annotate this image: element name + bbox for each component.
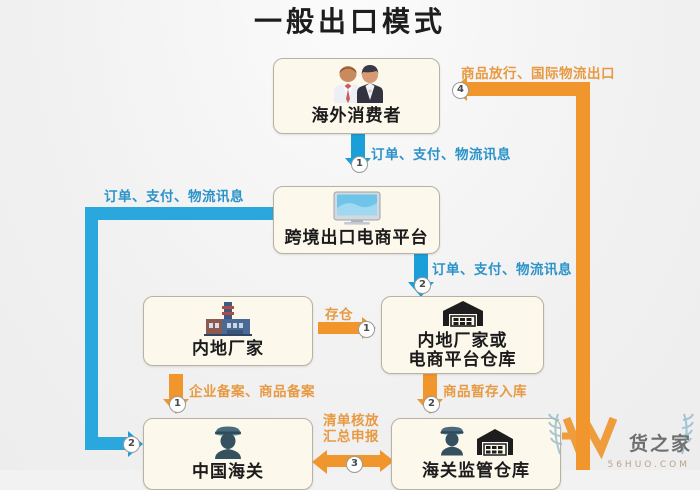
watermark-logo xyxy=(546,408,696,468)
watermark-brand: 货之家 xyxy=(628,433,692,455)
node-label-bonded-warehouse: 海关监管仓库 xyxy=(422,461,530,482)
node-mainland-factory[interactable]: 内地厂家 xyxy=(143,296,313,366)
flow-label-platform-to-customs: 订单、支付、物流讯息 xyxy=(104,189,244,205)
step-badge-1-factory-warehouse: 1 xyxy=(358,321,375,338)
connector-warehouse-to-bonded xyxy=(423,374,437,402)
node-label-mainland-factory: 内地厂家 xyxy=(192,339,264,360)
connector-export-horizontal xyxy=(466,82,590,96)
node-bonded-warehouse[interactable]: 海关监管仓库 xyxy=(391,418,561,490)
flow-label-export-to-consumer: 商品放行、国际物流出口 xyxy=(461,66,615,82)
step-badge-3-bonded-customs: 3 xyxy=(346,456,363,473)
step-badge-2-platform-customs: 2 xyxy=(123,436,140,453)
node-label-cross-border-platform: 跨境出口电商平台 xyxy=(284,228,429,249)
connector-factory-to-customs xyxy=(169,374,183,402)
node-label-china-customs: 中国海关 xyxy=(192,462,264,483)
step-badge-4-export-consumer: 4 xyxy=(452,82,469,99)
node-cross-border-platform[interactable]: 跨境出口电商平台 xyxy=(273,186,440,254)
arrowhead-left-bonded-customs xyxy=(312,450,327,474)
node-overseas-consumer[interactable]: 海外消费者 xyxy=(273,58,440,134)
node-label-platform-warehouse-line1: 内地厂家或 xyxy=(417,330,508,351)
node-label-platform-warehouse: 内地厂家或 电商平台仓库 xyxy=(408,330,517,370)
node-platform-warehouse[interactable]: 内地厂家或 电商平台仓库 xyxy=(381,296,544,374)
connector-consumer-to-platform xyxy=(351,133,365,161)
flow-label-factory-to-warehouse: 存仓 xyxy=(325,307,353,323)
officer-warehouse-icon xyxy=(433,426,519,462)
step-badge-1-factory-customs: 1 xyxy=(169,396,186,413)
node-china-customs[interactable]: 中国海关 xyxy=(143,418,313,490)
factory-icon xyxy=(200,302,256,340)
computer-monitor-icon xyxy=(331,191,383,229)
flow-label-bonded-line2: 汇总申报 xyxy=(323,428,379,445)
node-label-platform-warehouse-line2: 电商平台仓库 xyxy=(408,350,517,370)
warehouse-icon xyxy=(441,300,485,332)
flow-label-warehouse-to-bonded: 商品暂存入库 xyxy=(443,384,527,400)
step-badge-2-warehouse-bonded: 2 xyxy=(423,396,440,413)
step-badge-2-platform-warehouse: 2 xyxy=(414,277,431,294)
flow-label-platform-to-warehouse: 订单、支付、物流讯息 xyxy=(432,262,572,278)
node-label-overseas-consumer: 海外消费者 xyxy=(311,106,402,127)
flow-label-bonded-to-customs: 清单核放 汇总申报 xyxy=(316,413,386,445)
arrowhead-right-bonded-customs xyxy=(380,450,394,472)
page-title: 一般出口模式 xyxy=(253,5,446,38)
customs-officer-icon xyxy=(205,425,251,463)
step-badge-1-consumer-platform: 1 xyxy=(351,156,368,173)
connector-factory-to-warehouse xyxy=(318,322,368,334)
connector-export-vertical xyxy=(576,82,590,470)
watermark-domain: 56HUO.COM xyxy=(607,460,690,470)
connector-left-to-customs xyxy=(85,437,133,450)
flow-label-bonded-line1: 清单核放 xyxy=(323,413,379,429)
flow-label-factory-to-customs: 企业备案、商品备案 xyxy=(189,384,315,400)
connector-platform-left-vertical xyxy=(85,207,98,443)
flow-label-consumer-to-platform: 订单、支付、物流讯息 xyxy=(371,147,511,163)
connector-platform-left-horizontal xyxy=(85,207,285,220)
two-people-icon xyxy=(326,65,388,107)
